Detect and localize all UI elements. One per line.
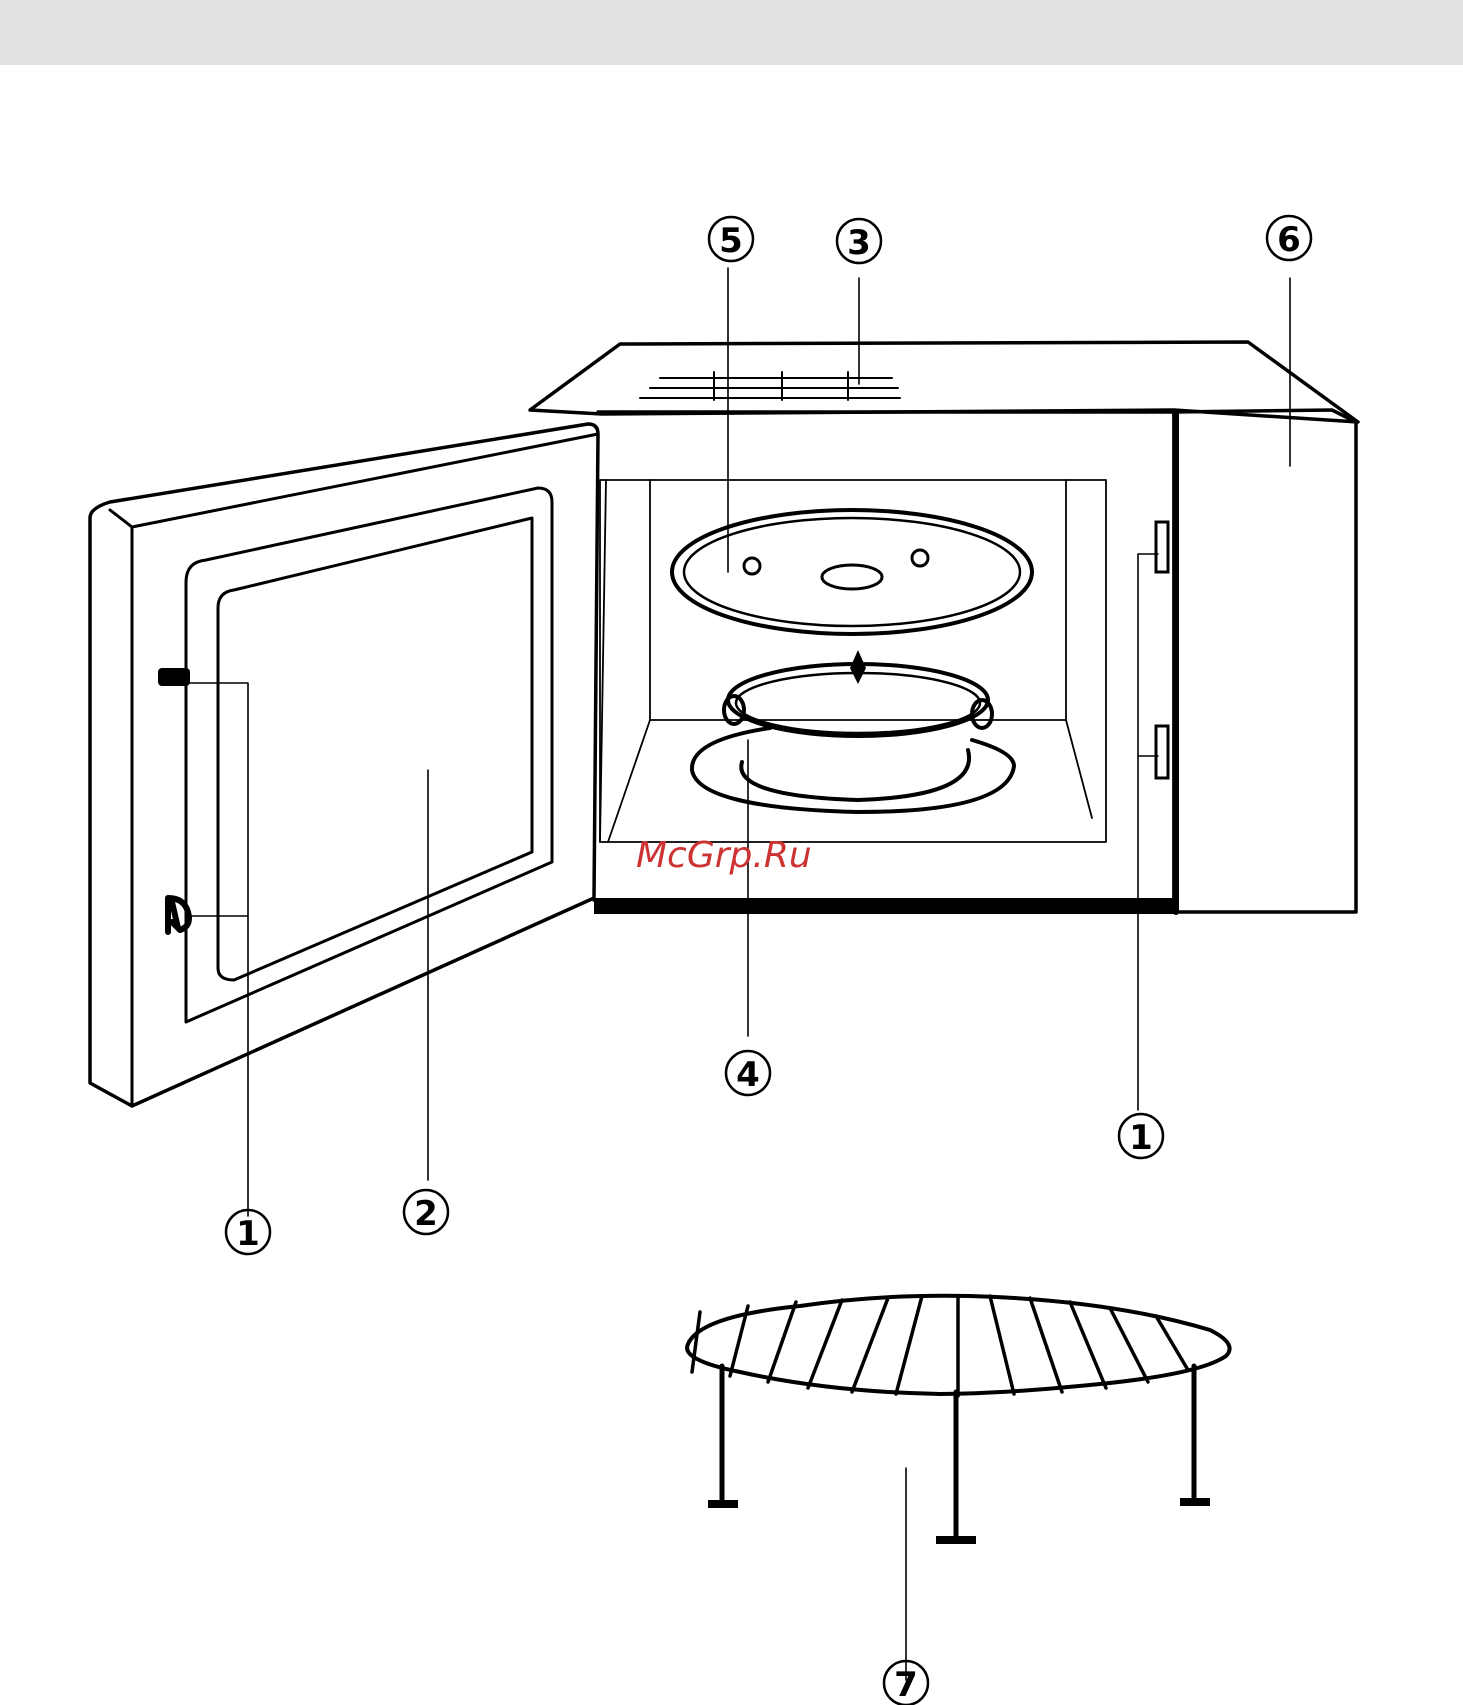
- callout-3: 3: [837, 219, 881, 263]
- callout-5: 5: [709, 217, 753, 261]
- callout-number: 2: [414, 1194, 438, 1234]
- oven-body: [530, 342, 1358, 914]
- callout-number: 7: [894, 1665, 918, 1705]
- callout-number: 5: [719, 221, 743, 261]
- roller-ring: [724, 650, 992, 736]
- callout-2: 2: [404, 1190, 448, 1234]
- callout-1-right: 1: [1119, 1114, 1163, 1158]
- callout-number: 6: [1277, 220, 1301, 260]
- callout-7: 7: [884, 1661, 928, 1705]
- callout-6: 6: [1267, 216, 1311, 260]
- callout-4: 4: [726, 1051, 770, 1095]
- door-latch-bottom: [168, 898, 189, 932]
- callout-1-left: 1: [226, 1210, 270, 1254]
- glass-tray: [672, 510, 1032, 634]
- callout-number: 4: [736, 1055, 760, 1095]
- callout-number: 3: [847, 223, 871, 263]
- grill-rack: [687, 1296, 1230, 1544]
- door-latch-top: [158, 668, 190, 686]
- callout-number: 1: [236, 1214, 260, 1254]
- watermark: McGrp.Ru: [636, 835, 812, 876]
- callout-number: 1: [1129, 1118, 1153, 1158]
- oven-door: [90, 424, 598, 1106]
